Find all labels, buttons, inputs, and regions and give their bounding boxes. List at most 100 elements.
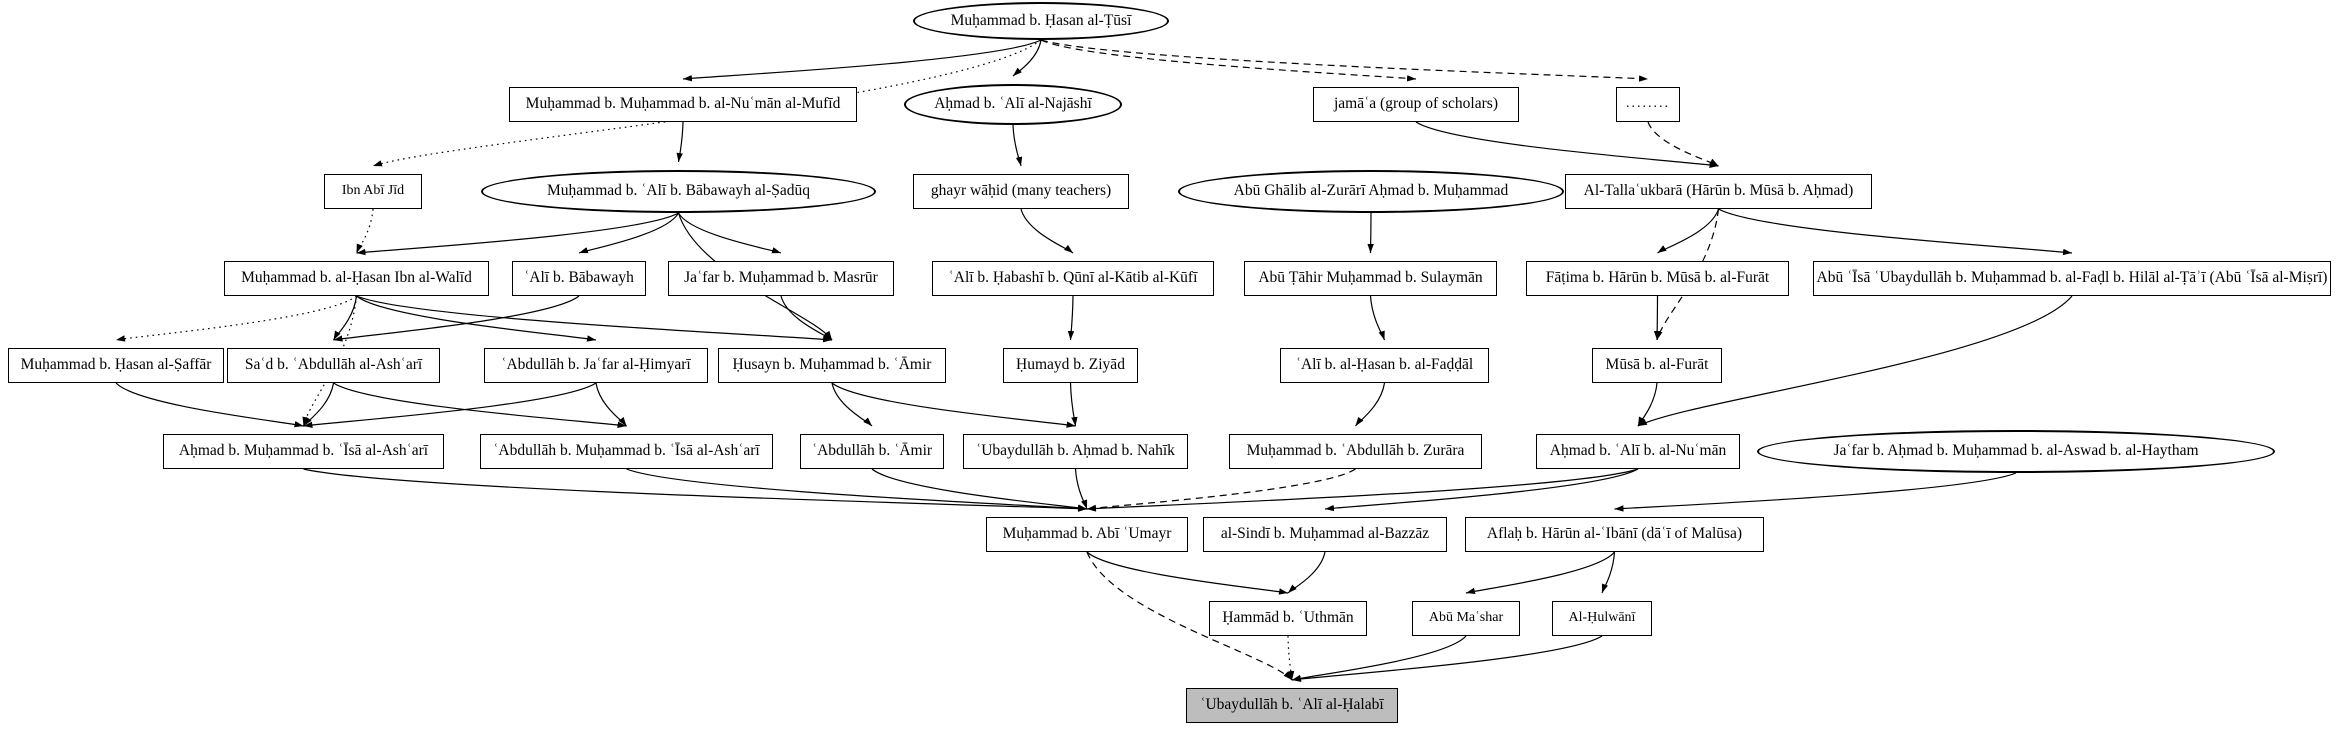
graph-node-tusi[interactable]: Muḥammad b. Ḥasan al-Ṭūsī xyxy=(913,2,1169,40)
graph-edge-habashi-to-humayd xyxy=(1067,295,1075,341)
graph-edge-abughalib-to-abutahir xyxy=(1367,212,1374,254)
graph-node-jafarmasrur[interactable]: Jaʿfar b. Muḥammad b. Masrūr xyxy=(668,261,894,296)
graph-node-abughalib[interactable]: Abū Ghālib al-Zurārī Aḥmad b. Muḥammad xyxy=(1178,170,1564,213)
graph-node-alibabawayh[interactable]: ʿAlī b. Bābawayh xyxy=(512,261,646,296)
graph-node-ibnalwalid[interactable]: Muḥammad b. al-Ḥasan Ibn al-Walīd xyxy=(224,261,489,296)
graph-node-label: Ibn Abī Jīd xyxy=(341,183,405,199)
graph-node-label: Muḥammad b. Muḥammad b. al-Nuʿmān al-Muf… xyxy=(525,95,841,113)
graph-node-fatima[interactable]: Fāṭima b. Hārūn b. Mūsā b. al-Furāt xyxy=(1526,261,1789,296)
graph-edge-tallaukbara-to-abuisa xyxy=(1718,208,2073,256)
graph-edge-jafarmasrur-to-husaynamir xyxy=(780,295,833,341)
graph-edge-abutahir-to-faddal xyxy=(1369,295,1386,341)
graph-edge-tusi-to-mufid xyxy=(682,39,1042,82)
graph-edge-saffar-to-ahmadashari xyxy=(115,382,304,428)
graph-node-label: Aḥmad b. ʿAlī al-Najāshī xyxy=(934,95,1092,113)
graph-node-ibnabijid[interactable]: Ibn Abī Jīd xyxy=(324,174,422,209)
graph-node-label: ʿUbaydullāh b. ʿAlī al-Ḥalabī xyxy=(1200,696,1384,714)
graph-node-label: ʿAbdullāh b. Jaʿfar al-Ḥimyarī xyxy=(501,356,691,374)
graph-node-label: ʿUbaydullāh b. Aḥmad b. Nahīk xyxy=(976,442,1175,460)
graph-node-abdullahamir[interactable]: ʿAbdullāh b. ʿĀmir xyxy=(800,434,944,469)
graph-edge-husaynamir-to-abdullahamir xyxy=(831,382,873,427)
graph-edge-abdullahashari-to-abuumayr xyxy=(626,468,1088,512)
graph-edge-nahik-to-abuumayr xyxy=(1074,468,1088,510)
graph-node-label: jamāʿa (group of scholars) xyxy=(1334,95,1498,113)
graph-edge-ibnabijid-to-ibnalwalid xyxy=(355,208,374,254)
graph-node-abdullahashari[interactable]: ʿAbdullāh b. Muḥammad b. ʿĪsā al-Ashʿarī xyxy=(480,434,773,469)
graph-edge-saduq-to-ibnalwalid xyxy=(356,212,679,256)
graph-node-husaynamir[interactable]: Ḥusayn b. Muḥammad b. ʿĀmir xyxy=(718,348,946,383)
graph-node-sad[interactable]: Saʿd b. ʿAbdullāh al-Ashʿarī xyxy=(227,348,440,383)
graph-node-sindi[interactable]: al-Sindī b. Muḥammad al-Bazzāz xyxy=(1203,517,1447,552)
graph-node-label: Abū Ghālib al-Zurārī Aḥmad b. Muḥammad xyxy=(1233,182,1509,200)
graph-node-saduq[interactable]: Muḥammad b. ʿAlī b. Bābawayh al-Ṣadūq xyxy=(481,170,876,213)
graph-node-label: Saʿd b. ʿAbdullāh al-Ashʿarī xyxy=(244,356,423,374)
graph-node-label: Aḥmad b. ʿAlī b. al-Nuʿmān xyxy=(1549,442,1727,460)
graph-node-musafurat[interactable]: Mūsā b. al-Furāt xyxy=(1592,348,1722,383)
graph-node-habashi[interactable]: ʿAlī b. Ḥabashī b. Qūnī al-Kātib al-Kūfī xyxy=(932,261,1214,296)
graph-node-jamaa[interactable]: jamāʿa (group of scholars) xyxy=(1313,87,1519,122)
graph-node-zurara[interactable]: Muḥammad b. ʿAbdullāh b. Zurāra xyxy=(1229,434,1482,469)
graph-edge-himyari-to-ahmadashari xyxy=(303,382,597,428)
graph-node-label: Abū Ṭāhir Muḥammad b. Sulaymān xyxy=(1258,269,1483,287)
graph-node-abumashar[interactable]: Abū Maʿshar xyxy=(1412,601,1520,636)
graph-node-ghayrwahid[interactable]: ghayr wāḥid (many teachers) xyxy=(913,174,1129,209)
graph-edge-aflah-to-hulwani xyxy=(1601,551,1616,594)
graph-node-label: Fāṭima b. Hārūn b. Mūsā b. al-Furāt xyxy=(1545,269,1770,287)
graph-node-himyari[interactable]: ʿAbdullāh b. Jaʿfar al-Ḥimyarī xyxy=(484,348,708,383)
graph-node-label: Al-Ḥulwānī xyxy=(1568,610,1636,626)
graph-node-hulwani[interactable]: Al-Ḥulwānī xyxy=(1552,601,1652,636)
graph-node-label: Ḥusayn b. Muḥammad b. ʿĀmir xyxy=(732,356,932,374)
graph-node-label: Abū Maʿshar xyxy=(1428,610,1504,626)
graph-node-label: Muḥammad b. ʿAbdullāh b. Zurāra xyxy=(1246,442,1465,460)
graph-node-halabi[interactable]: ʿUbaydullāh b. ʿAlī al-Ḥalabī xyxy=(1186,688,1398,723)
graph-edge-ibnalwalid-to-sad xyxy=(332,295,358,341)
graph-node-saffar[interactable]: Muḥammad b. Ḥasan al-Ṣaffār xyxy=(8,348,224,383)
graph-node-label: Muḥammad b. Ḥasan al-Ṣaffār xyxy=(20,356,212,374)
graph-edge-alibabawayh-to-sad xyxy=(333,295,580,342)
graph-edge-tusi-to-najashi xyxy=(1012,39,1042,77)
graph-edge-fatima-to-musafurat xyxy=(1653,295,1661,341)
graph-node-dots[interactable]: ........ xyxy=(1616,87,1680,122)
graph-node-label: Ḥumayd b. Ziyād xyxy=(1016,356,1125,374)
graph-node-label: ........ xyxy=(1626,96,1670,112)
graph-edge-ibnalwalid-to-himyari xyxy=(356,295,597,342)
graph-node-hammad[interactable]: Ḥammād b. ʿUthmān xyxy=(1209,601,1367,636)
graph-node-label: Abū ʿĪsā ʿUbaydullāh b. Muḥammad b. al-F… xyxy=(1816,269,2328,287)
graph-node-ahmadashari[interactable]: Aḥmad b. Muḥammad b. ʿĪsā al-Ashʿarī xyxy=(163,434,444,469)
graph-node-aswad[interactable]: Jaʿfar b. Aḥmad b. Muḥammad b. al-Aswad … xyxy=(1757,430,2275,473)
graph-node-aflah[interactable]: Aflaḥ b. Hārūn al-ʿIbānī (dāʿī of Malūsa… xyxy=(1465,517,1764,552)
graph-edge-tusi-to-jamaa xyxy=(1040,39,1417,82)
graph-node-nahik[interactable]: ʿUbaydullāh b. Aḥmad b. Nahīk xyxy=(963,434,1188,469)
graph-node-label: Aflaḥ b. Hārūn al-ʿIbānī (dāʿī of Malūsa… xyxy=(1486,525,1743,543)
graph-edge-abuumayr-to-hammad xyxy=(1086,551,1289,595)
graph-node-ahmadnuman[interactable]: Aḥmad b. ʿAlī b. al-Nuʿmān xyxy=(1536,434,1740,469)
graph-node-label: ghayr wāḥid (many teachers) xyxy=(930,182,1112,200)
graph-node-abuumayr[interactable]: Muḥammad b. Abī ʿUmayr xyxy=(986,517,1188,552)
graph-node-label: ʿAbdullāh b. Muḥammad b. ʿĪsā al-Ashʿarī xyxy=(493,442,760,460)
graph-node-abutahir[interactable]: Abū Ṭāhir Muḥammad b. Sulaymān xyxy=(1244,261,1497,296)
graph-edge-musafurat-to-ahmadnuman xyxy=(1637,382,1658,427)
graph-node-label: Ḥammād b. ʿUthmān xyxy=(1222,609,1354,627)
graph-node-label: Muḥammad b. al-Ḥasan Ibn al-Walīd xyxy=(241,269,472,287)
graph-node-humayd[interactable]: Ḥumayd b. Ziyād xyxy=(1003,348,1138,383)
graph-node-label: Jaʿfar b. Muḥammad b. Masrūr xyxy=(684,269,878,287)
graph-node-faddal[interactable]: ʿAlī b. al-Ḥasan b. al-Faḍḍāl xyxy=(1280,348,1489,383)
graph-edge-abdullahamir-to-abuumayr xyxy=(871,468,1088,511)
graph-node-label: Jaʿfar b. Aḥmad b. Muḥammad b. al-Aswad … xyxy=(1833,442,2199,460)
graph-node-label: Al-Tallaʿukbarā (Hārūn b. Mūsā b. Aḥmad) xyxy=(1583,182,1854,200)
graph-edge-hulwani-to-halabi xyxy=(1291,635,1603,682)
graph-node-abuisa[interactable]: Abū ʿĪsā ʿUbaydullāh b. Muḥammad b. al-F… xyxy=(1813,261,2331,296)
graph-edge-ahmadnuman-to-abuumayr xyxy=(1086,468,1639,512)
graph-edge-ahmadnuman-to-sindi xyxy=(1324,468,1639,512)
graph-node-najashi[interactable]: Aḥmad b. ʿAlī al-Najāshī xyxy=(904,84,1122,125)
graph-node-label: Aḥmad b. Muḥammad b. ʿĪsā al-Ashʿarī xyxy=(178,442,429,460)
graph-node-mufid[interactable]: Muḥammad b. Muḥammad b. al-Nuʿmān al-Muf… xyxy=(509,87,857,122)
graph-node-label: Muḥammad b. Abī ʿUmayr xyxy=(1002,525,1172,543)
graph-edge-zurara-to-abuumayr xyxy=(1086,468,1356,512)
graph-edge-saduq-to-alibabawayh xyxy=(578,212,680,254)
graph-node-tallaukbara[interactable]: Al-Tallaʿukbarā (Hārūn b. Mūsā b. Aḥmad) xyxy=(1565,174,1872,209)
graph-edge-aswad-to-aflah xyxy=(1614,472,2017,512)
graph-edge-sad-to-ahmadashari xyxy=(303,382,335,427)
graph-edge-ibnalwalid-to-saffar xyxy=(115,295,357,342)
